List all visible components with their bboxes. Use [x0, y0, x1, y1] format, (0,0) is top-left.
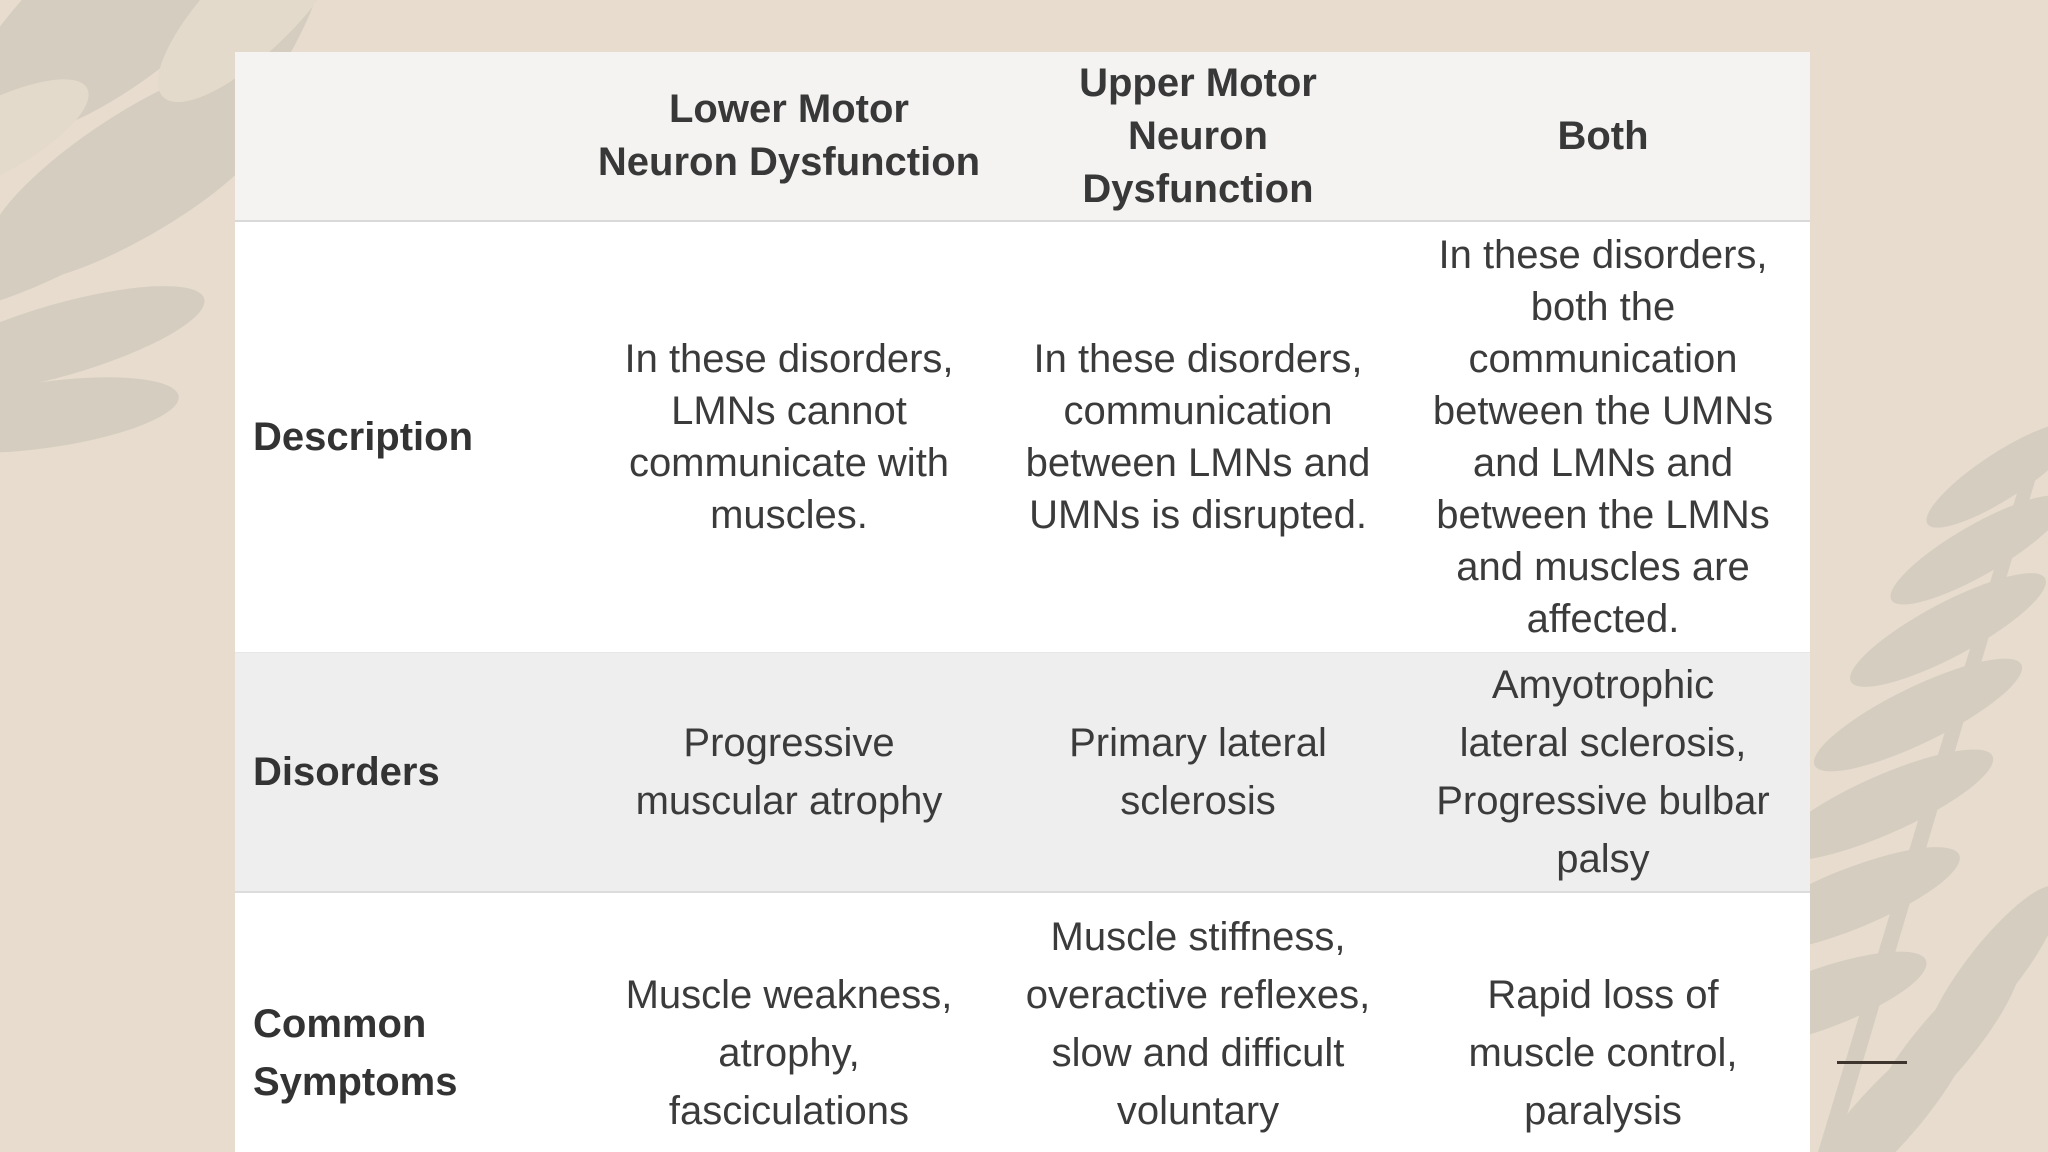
row-label-disorders: Disorders [253, 750, 440, 794]
cell-disorders-both: Amyotrophic lateral sclerosis, Progressi… [1436, 663, 1770, 881]
header-both: Both [1557, 113, 1649, 158]
cell-description-lmn: In these disorders, LMNs cannot communic… [624, 337, 954, 537]
comparison-table: Lower Motor Neuron Dysfunction Upper Mot… [235, 52, 1810, 1152]
table-row-disorders: Disorders Progressive muscular atrophy P… [235, 652, 1810, 893]
header-empty-cell [235, 52, 578, 220]
cell-symptoms-both: Rapid loss of muscle control, paralysis [1468, 973, 1738, 1133]
row-label-description: Description [253, 415, 474, 459]
cell-disorders-lmn: Progressive muscular atrophy [635, 721, 943, 823]
cell-symptoms-umn: Muscle stiffness, overactive reflexes, s… [1025, 915, 1371, 1133]
palm-leaf-right-decoration [1788, 422, 2048, 1152]
header-lower-motor-neuron: Lower Motor Neuron Dysfunction [597, 87, 981, 184]
cell-description-both: In these disorders, both the communicati… [1432, 233, 1774, 641]
cell-disorders-umn: Primary lateral sclerosis [1069, 721, 1327, 823]
cell-description-umn: In these disorders, communication betwee… [1025, 337, 1371, 537]
row-label-common-symptoms: Common Symptoms [253, 1002, 458, 1104]
dash-line-decoration [1837, 1061, 1907, 1064]
table-row-common-symptoms: Common Symptoms Muscle weakness, atrophy… [235, 893, 1810, 1152]
header-upper-motor-neuron: Upper Motor Neuron Dysfunction [1079, 60, 1317, 211]
table-header-row: Lower Motor Neuron Dysfunction Upper Mot… [235, 52, 1810, 222]
table-row-description: Description In these disorders, LMNs can… [235, 222, 1810, 652]
cell-symptoms-lmn: Muscle weakness, atrophy, fasciculations [625, 973, 953, 1133]
